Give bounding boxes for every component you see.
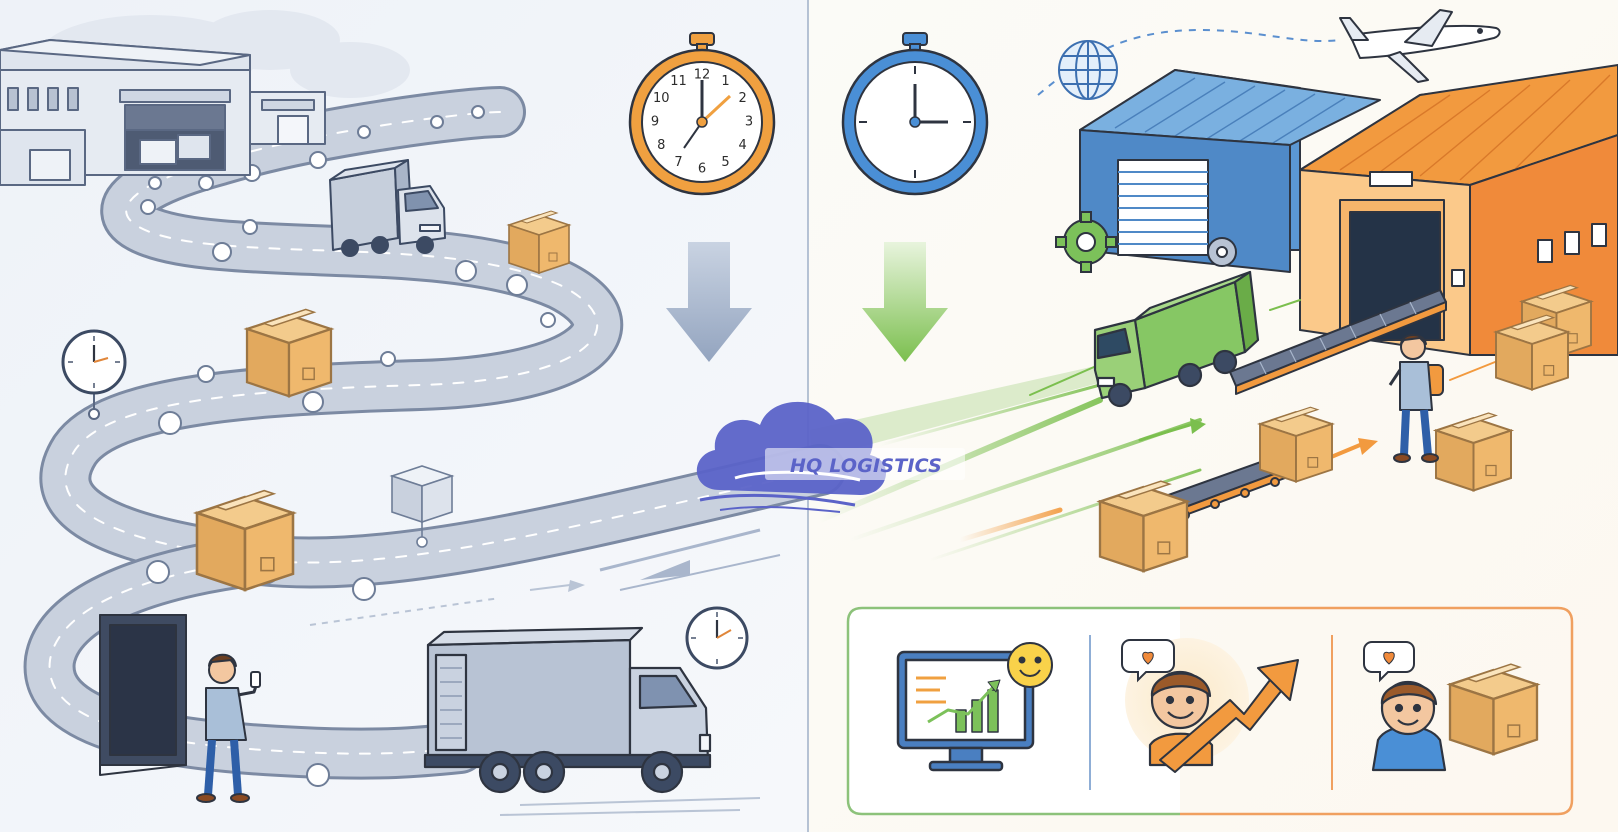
delivery-truck-icon: [329, 159, 446, 257]
clock-numeral: 6: [698, 162, 706, 177]
warehouse-icon: [0, 39, 326, 186]
clock-numeral: 10: [653, 91, 670, 106]
globe-icon: [1058, 40, 1118, 100]
worker-icon: [1388, 334, 1444, 463]
delivery-truck-icon: [1093, 270, 1260, 408]
growth-arrow-icon: [1159, 659, 1299, 773]
smiley-icon: [1007, 642, 1053, 688]
clock-numeral: 3: [745, 115, 753, 130]
brand-logo: HQ LOGISTICS: [696, 401, 965, 513]
brand-name: HQ LOGISTICS: [790, 455, 942, 477]
package-icon: [389, 465, 455, 548]
stopwatch-icon: [841, 32, 989, 196]
clock-numeral: 4: [739, 138, 747, 153]
clock-numeral: 11: [670, 74, 687, 89]
road-waypoints: [140, 105, 556, 787]
airplane-icon: [1339, 9, 1501, 83]
down-arrow-icon: [862, 242, 948, 362]
warehouse-icon: [1299, 64, 1618, 356]
gear-icon: [1207, 237, 1237, 267]
clock-numeral: 2: [739, 91, 747, 106]
delivery-truck-icon: [423, 626, 712, 794]
stopwatch-icon: [61, 329, 127, 420]
clock-numeral: 8: [657, 138, 665, 153]
stopwatch-icon: [685, 606, 749, 670]
down-arrow-icon: [666, 242, 752, 362]
clock-numeral: 1: [721, 74, 729, 89]
gear-icon: [1055, 211, 1117, 273]
heart-bubble-icon: [1363, 641, 1415, 683]
clock-numeral: 5: [721, 155, 729, 170]
clock-numeral: 7: [674, 155, 682, 170]
clock-numeral: 9: [651, 115, 659, 130]
motion-lines: [309, 528, 781, 816]
warehouse-icon: [1079, 69, 1381, 273]
clock-numeral: 12: [694, 68, 711, 83]
heart-bubble-icon: [1121, 639, 1175, 683]
monitor-chart-icon: [896, 650, 1035, 772]
happy-customer-icon: [1371, 680, 1447, 772]
worker-icon: [99, 614, 261, 803]
